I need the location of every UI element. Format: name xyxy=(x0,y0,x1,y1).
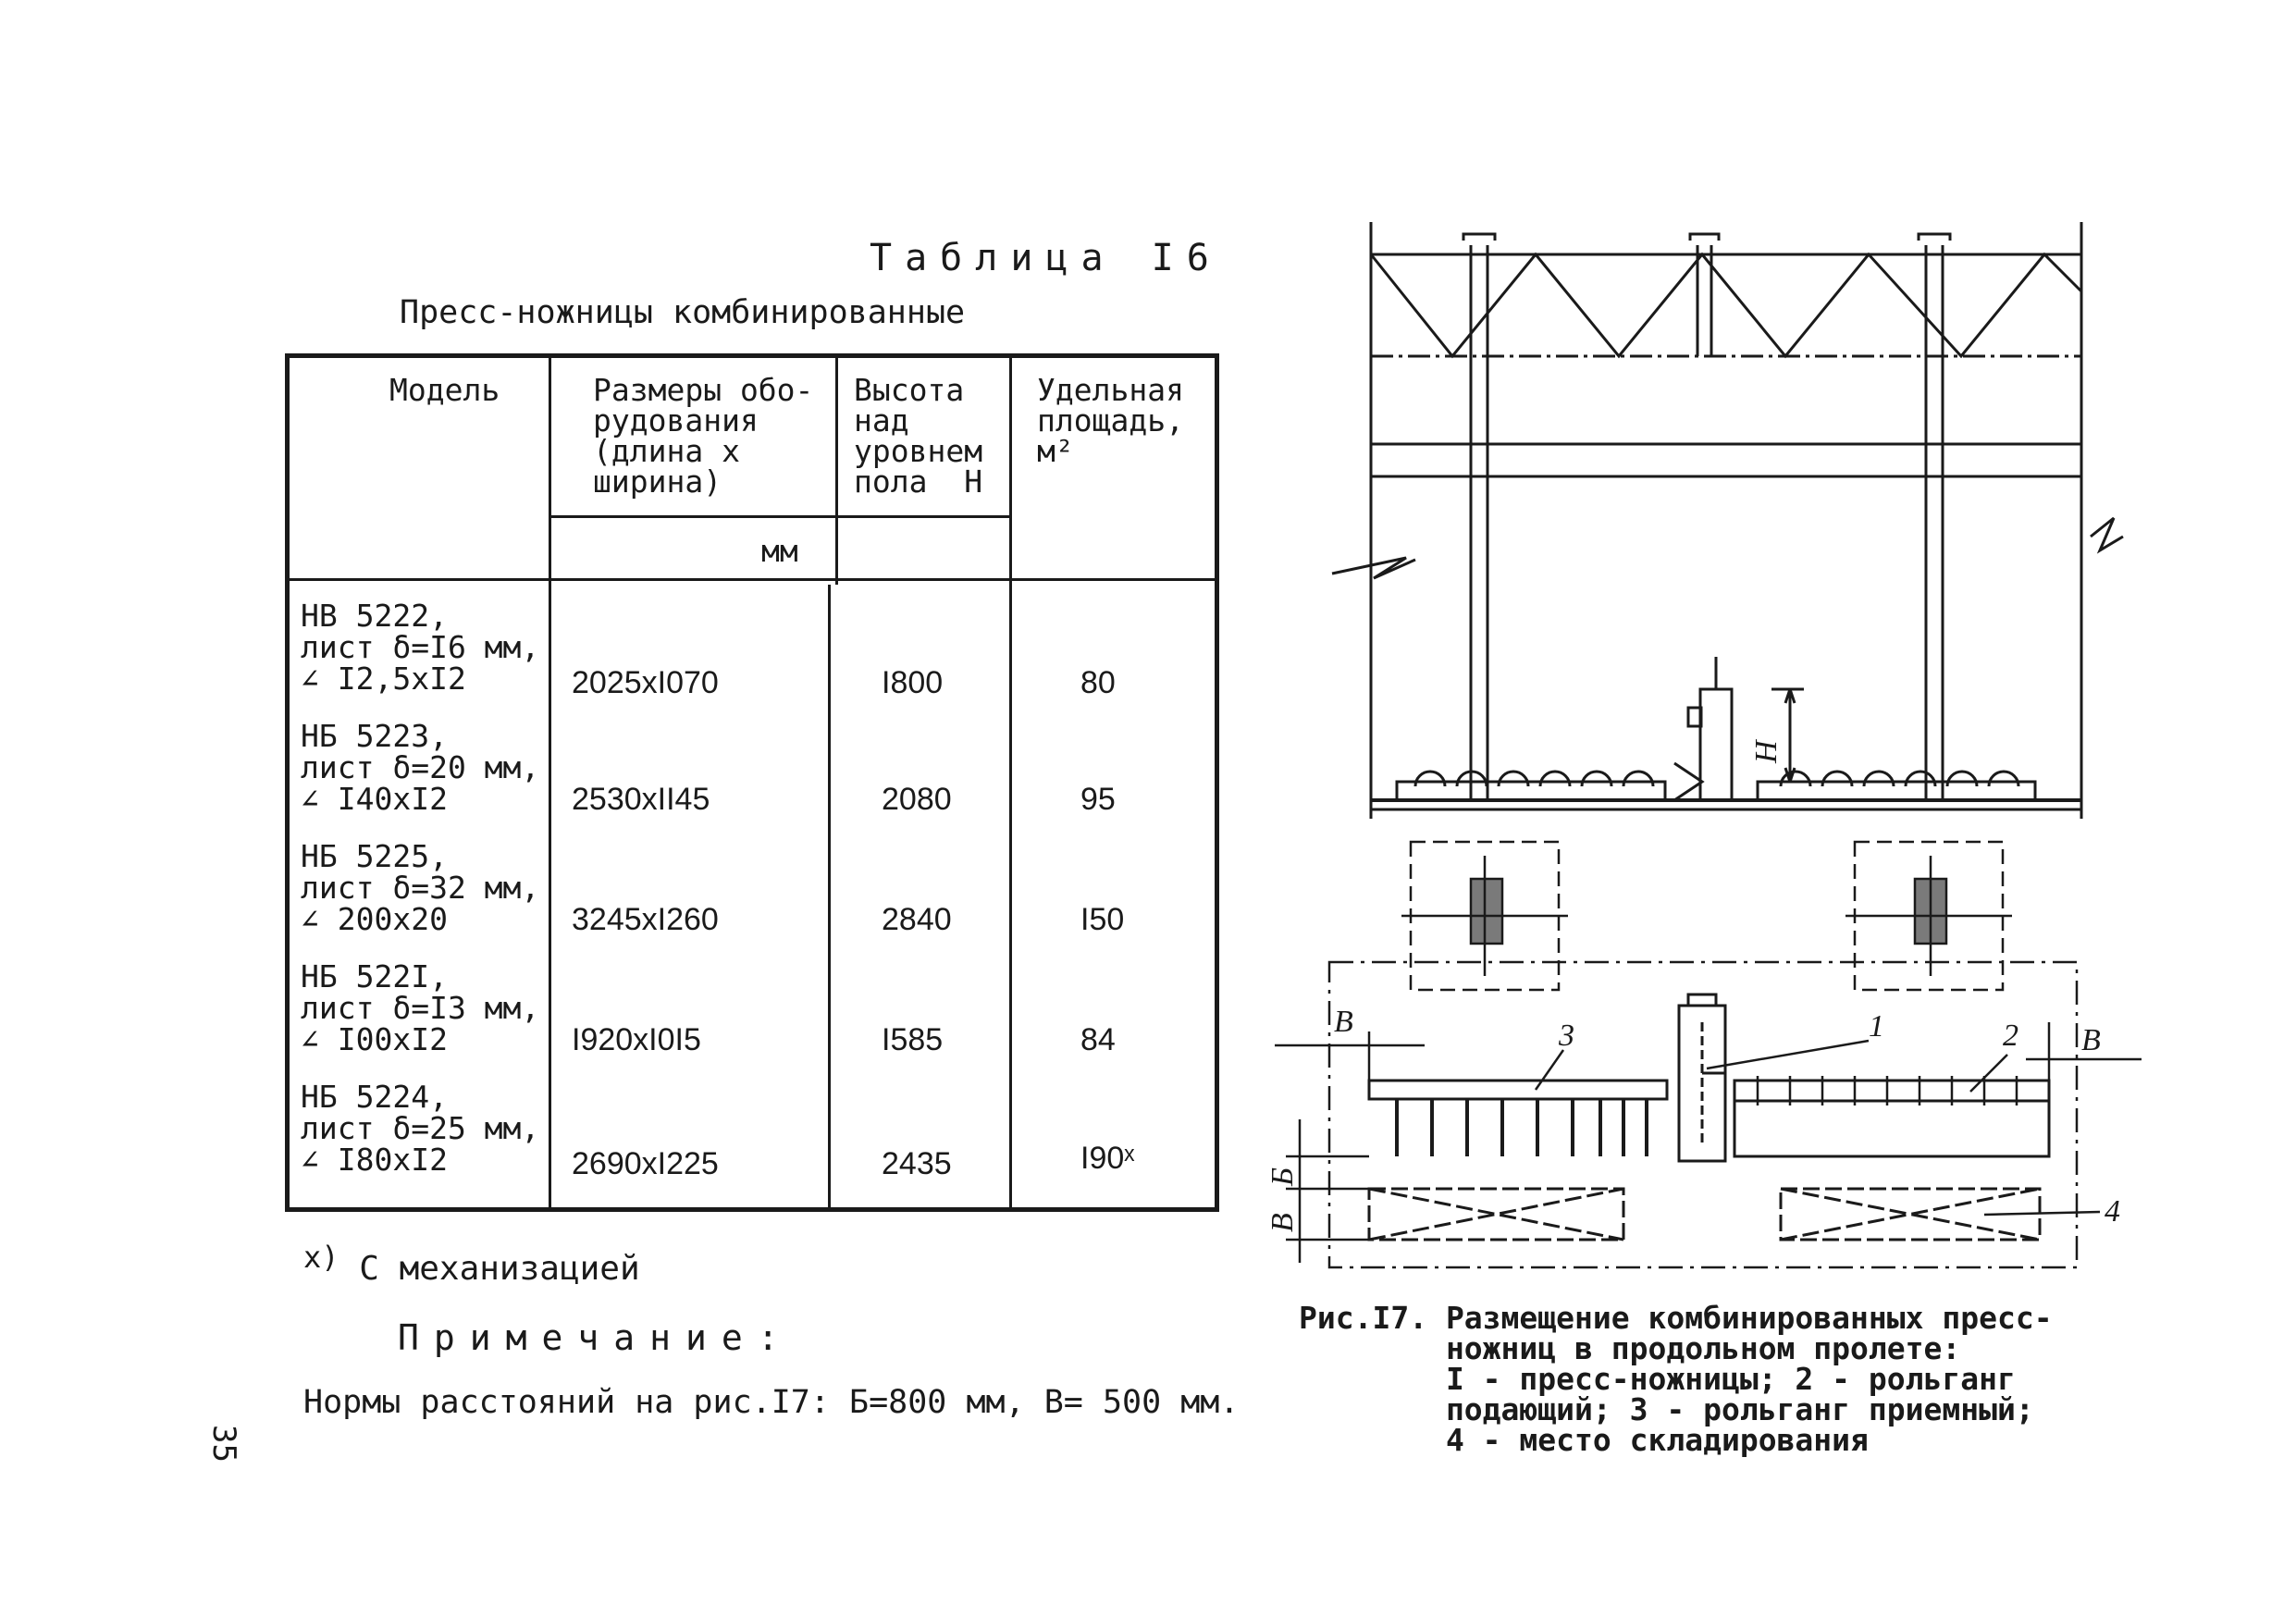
footnote: х) С механизацией xyxy=(303,1240,640,1288)
row-height: I800 xyxy=(882,665,944,700)
row-height: 2080 xyxy=(882,782,952,817)
row-dimensions: 2690хI225 xyxy=(572,1146,719,1181)
note-title: Примечание: xyxy=(398,1317,794,1358)
column-divider xyxy=(835,358,838,585)
table-caption: Пресс-ножницы комбинированные xyxy=(400,294,966,331)
row-model: НБ 522I, лист δ=I3 мм, ∠ I00хI2 xyxy=(301,958,540,1057)
row-model: НБ 5224, лист δ=25 мм, ∠ I80хI2 xyxy=(301,1079,540,1178)
header-model: Модель xyxy=(389,372,500,408)
row-area: 84 xyxy=(1080,1022,1116,1057)
row-height: 2840 xyxy=(882,902,952,937)
elevation-section xyxy=(1331,222,2124,819)
layout-figure: Н xyxy=(1267,222,2142,1269)
column-divider xyxy=(828,585,831,1207)
footnote-mark: х) xyxy=(303,1240,339,1275)
footnote-text: С механизацией xyxy=(359,1250,640,1288)
row-model: НВ 5222, лист δ=I6 мм, ∠ I2,5хI2 xyxy=(301,598,540,697)
row-dimensions: 2530хII45 xyxy=(572,782,710,817)
column-divider xyxy=(549,358,551,1207)
label-one: 1 xyxy=(1869,1009,1884,1044)
figure-caption: Рис.I7. Размещение комбинированных пресс… xyxy=(1299,1300,2053,1458)
column-footings xyxy=(1401,840,2012,992)
page-number: 35 xyxy=(205,1425,242,1463)
header-divider xyxy=(549,515,1011,518)
table-title: Таблица I6 xyxy=(870,237,1222,279)
label-v-left: В xyxy=(1334,1005,1353,1039)
header-dimensions: Размеры обо- рудования (длина х ширина) xyxy=(593,372,814,500)
row-area: 80 xyxy=(1080,665,1116,700)
row-area: I90ˣ xyxy=(1080,1141,1135,1176)
row-height: 2435 xyxy=(882,1146,952,1181)
row-area: 95 xyxy=(1080,782,1116,817)
column-divider xyxy=(1009,358,1012,1207)
header-bottom-line xyxy=(290,578,1215,581)
label-height: Н xyxy=(1749,738,1784,764)
spec-table: Модель Размеры обо- рудования (длина х ш… xyxy=(285,353,1219,1212)
header-area: Удельная площадь, м² xyxy=(1037,372,1184,469)
label-v-right: В xyxy=(2081,1023,2101,1057)
label-b: Б xyxy=(1267,1167,1300,1187)
label-three: 3 xyxy=(1558,1019,1574,1053)
plan-area xyxy=(1275,960,2142,1269)
header-height: Высота над уровнем пола Н xyxy=(854,372,983,500)
row-area: I50 xyxy=(1080,902,1125,937)
row-height: I585 xyxy=(882,1022,944,1057)
label-two: 2 xyxy=(2003,1019,2018,1053)
label-v-bottom: В xyxy=(1267,1213,1300,1232)
note-text: Нормы расстояний на рис.I7: Б=800 мм, В=… xyxy=(303,1384,1240,1421)
row-model: НБ 5223, лист δ=20 мм, ∠ I40хI2 xyxy=(301,718,540,817)
row-dimensions: 2025хI070 xyxy=(572,665,719,700)
row-dimensions: 3245хI260 xyxy=(572,902,719,937)
header-unit: мм xyxy=(761,533,798,569)
row-dimensions: I920хI0I5 xyxy=(572,1022,701,1057)
label-four: 4 xyxy=(2105,1194,2120,1229)
row-model: НБ 5225, лист δ=32 мм, ∠ 200х20 xyxy=(301,838,540,937)
